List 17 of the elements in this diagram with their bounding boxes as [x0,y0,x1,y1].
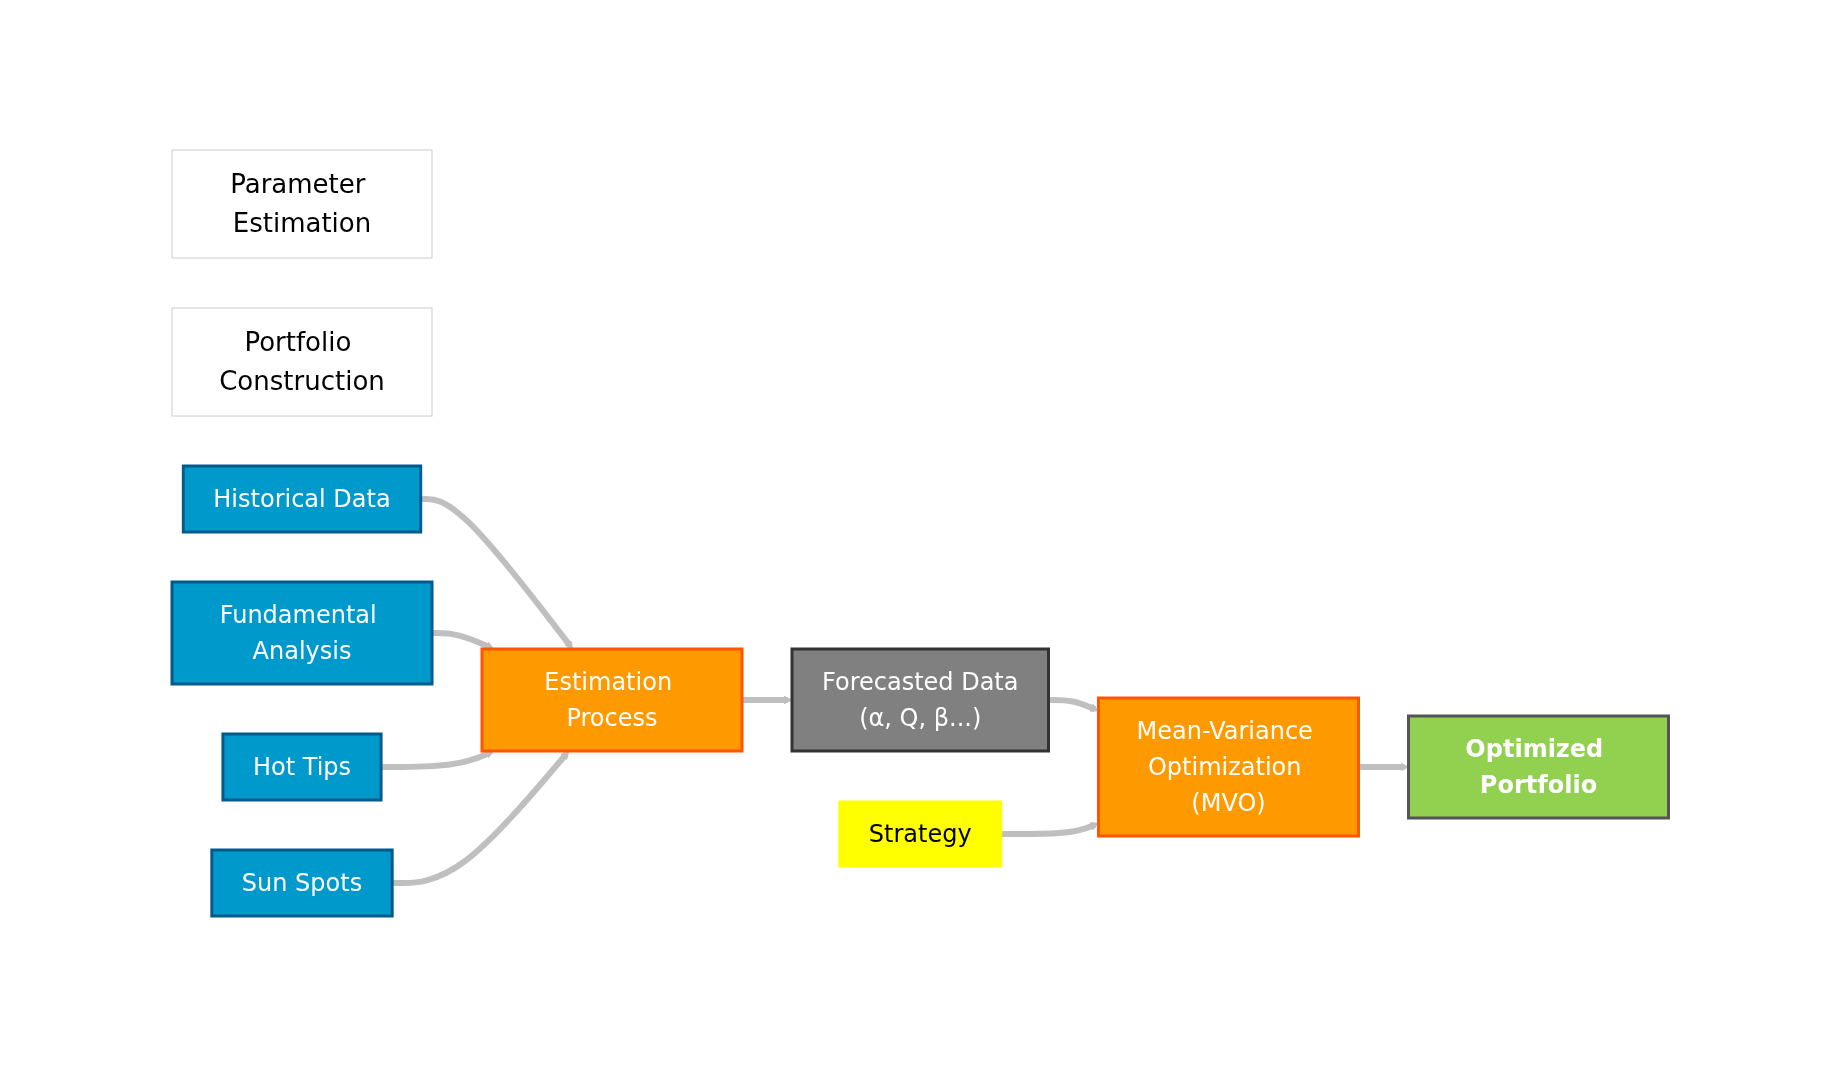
node-box: Mean-Variance Optimization (MVO) [1096,696,1360,837]
node-box: Forecasted Data (α, Q, β...) [790,647,1050,752]
arrow [431,629,495,650]
node-box: Strategy [838,800,1002,867]
arrow [1001,821,1099,837]
node-box: Sun Spots [210,848,394,917]
arrow [1358,762,1409,771]
arrow [1048,696,1099,712]
node-box: Fundamental Analysis [170,580,434,685]
node-box: Portfolio Construction [171,307,433,416]
node-box: Historical Data [181,464,422,533]
node-box: Optimized Portfolio [1406,714,1670,819]
node-box: Hot Tips [221,732,383,801]
arrow [391,750,569,886]
node-box: Estimation Process [480,647,744,752]
arrow [420,495,573,649]
node-box: Parameter Estimation [171,149,433,258]
